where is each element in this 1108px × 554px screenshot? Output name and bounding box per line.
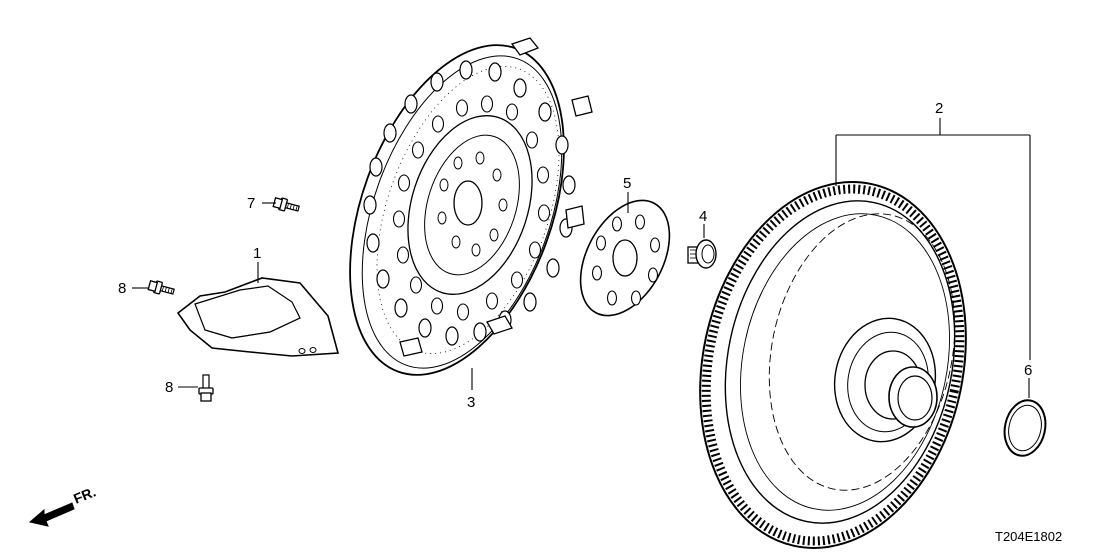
callout-8-lower: 8	[165, 379, 173, 396]
bolt-8-upper	[147, 278, 176, 299]
diagram-code: T204E1802	[995, 529, 1062, 544]
callout-1: 1	[253, 245, 261, 262]
bolt-7	[272, 195, 301, 216]
bolt-8-lower	[198, 374, 214, 402]
plate-washer	[579, 199, 671, 317]
callout-5: 5	[623, 175, 631, 192]
drive-plate-bolt	[687, 239, 717, 269]
callout-6: 6	[1024, 362, 1032, 379]
callout-4: 4	[699, 208, 707, 225]
leader-lines	[132, 118, 1031, 398]
callout-8-upper: 8	[118, 280, 126, 297]
front-label: FR.	[71, 483, 98, 506]
callout-3: 3	[467, 394, 475, 411]
drive-plate	[349, 37, 593, 376]
callout-2: 2	[935, 100, 943, 117]
cover-plate	[176, 277, 340, 357]
o-ring	[1003, 399, 1047, 457]
front-direction-arrow: FR.	[28, 483, 98, 527]
torque-converter	[699, 181, 967, 549]
callout-7: 7	[247, 195, 255, 212]
